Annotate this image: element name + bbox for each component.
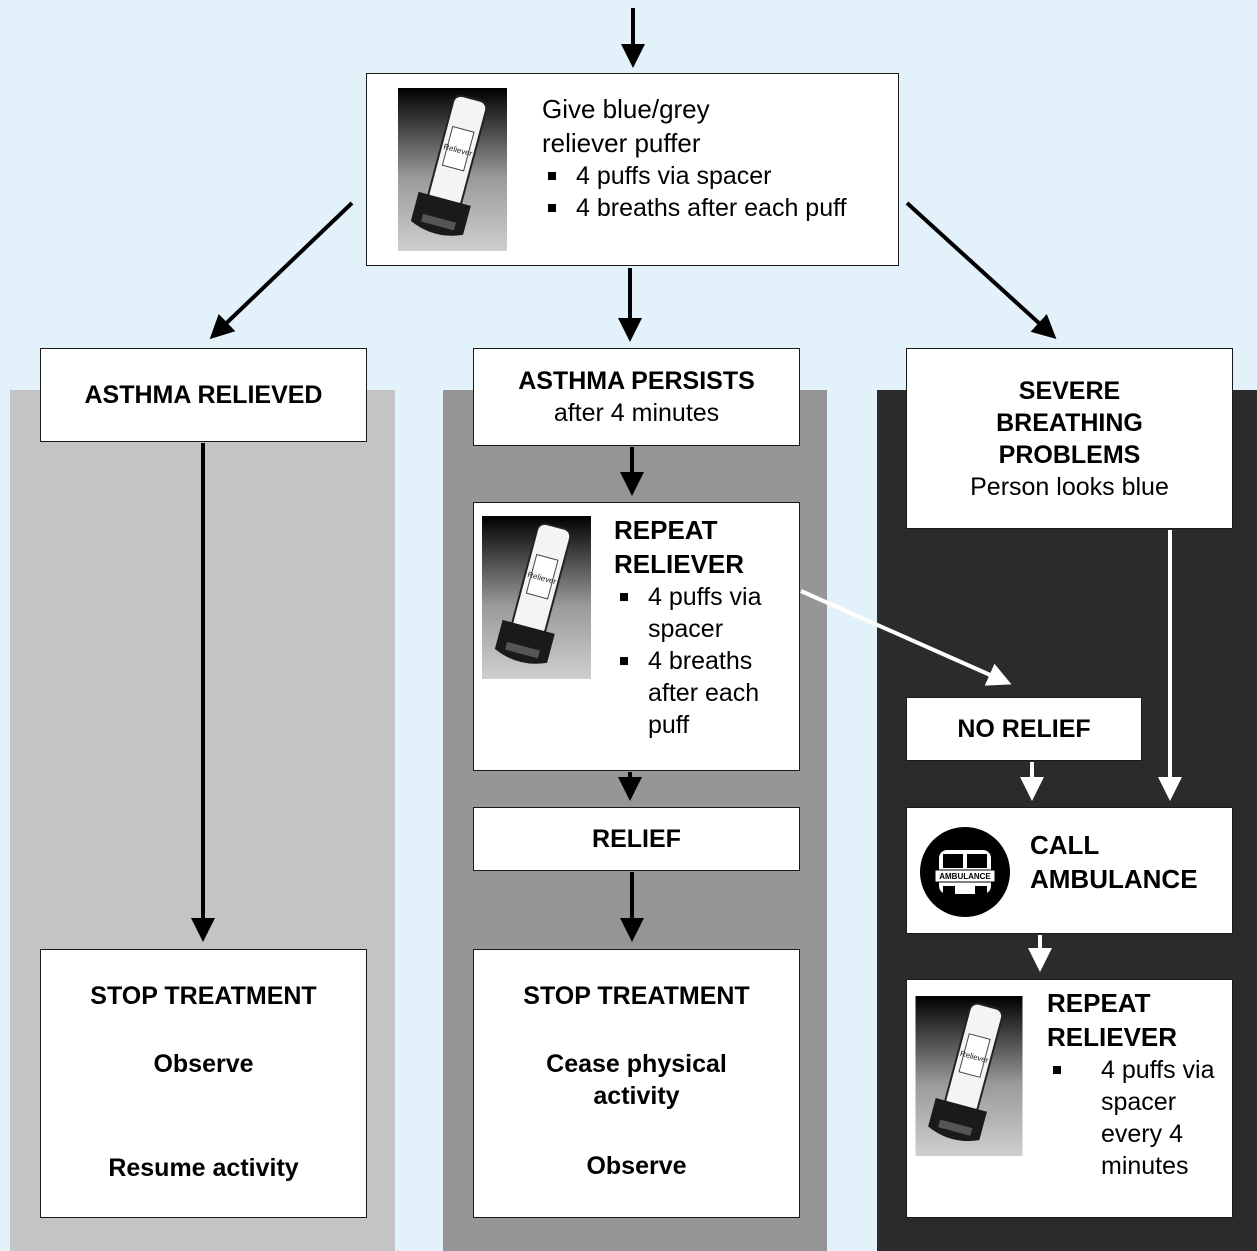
give-reliever-line1: Give blue/grey [542, 94, 710, 124]
repeat-reliever-mid-box: Reliever REPEAT RELIEVER 4 puffs via spa… [473, 502, 800, 771]
stop-treatment-left-box: STOP TREATMENT Observe Resume activity [40, 949, 367, 1218]
asthma-relieved-box: ASTHMA RELIEVED [40, 348, 367, 442]
arrow-to-relieved [209, 201, 354, 340]
observe-label: Observe [586, 1152, 687, 1180]
problems-label: PROBLEMS [998, 440, 1141, 469]
repeat-bullet: 4 puffs via spacer [614, 581, 794, 645]
asthma-relieved-label: ASTHMA RELIEVED [84, 381, 323, 409]
repeat-title: REPEAT [614, 515, 718, 545]
observe-label: Observe [153, 1050, 254, 1078]
person-looks-blue-label: Person looks blue [970, 472, 1169, 501]
give-reliever-box: Reliever Give blue/grey reliever puffer … [366, 73, 899, 266]
severe-label: SEVERE [1018, 376, 1121, 405]
resume-activity-label: Resume activity [108, 1154, 299, 1182]
relief-label: RELIEF [592, 825, 681, 853]
inhaler-icon: Reliever [915, 996, 1023, 1156]
no-relief-label: NO RELIEF [957, 715, 1091, 743]
stop-treatment-mid-box: STOP TREATMENT Cease physical activity O… [473, 949, 800, 1218]
asthma-persists-box: ASTHMA PERSISTS after 4 minutes [473, 348, 800, 446]
stop-treatment-title: STOP TREATMENT [523, 982, 750, 1010]
reliever-title: RELIEVER [1047, 1022, 1178, 1052]
give-reliever-line2: reliever puffer [542, 128, 701, 158]
give-reliever-bullet: 4 breaths after each puff [542, 192, 892, 224]
breathing-label: BREATHING [996, 408, 1143, 437]
relief-box: RELIEF [473, 807, 800, 871]
ambulance-label: AMBULANCE [1030, 864, 1198, 894]
arrow-to-severe [905, 201, 1057, 340]
cease-activity-label: Cease physical activity [546, 1050, 727, 1110]
repeat-title: REPEAT [1047, 988, 1151, 1018]
asthma-persists-label: ASTHMA PERSISTS [518, 367, 755, 395]
give-reliever-bullet: 4 puffs via spacer [542, 160, 892, 192]
severe-breathing-box: SEVERE BREATHING PROBLEMS Person looks b… [906, 348, 1233, 529]
call-label: CALL [1030, 830, 1100, 860]
svg-text:AMBULANCE: AMBULANCE [939, 872, 991, 881]
no-relief-box: NO RELIEF [906, 697, 1142, 761]
reliever-title: RELIEVER [614, 549, 745, 579]
call-ambulance-box: AMBULANCE CALL AMBULANCE [906, 807, 1233, 934]
after-4-minutes-label: after 4 minutes [553, 399, 720, 427]
repeat-bullet: 4 breaths after each puff [614, 645, 794, 741]
repeat-reliever-right-box: Reliever REPEAT RELIEVER 4 puffs via spa… [906, 979, 1233, 1218]
stop-treatment-title: STOP TREATMENT [90, 982, 317, 1010]
repeat-bullet: 4 puffs via spacer every 4 minutes [1047, 1054, 1227, 1182]
ambulance-icon: AMBULANCE [920, 827, 1010, 917]
inhaler-icon: Reliever [482, 516, 591, 679]
inhaler-icon: Reliever [398, 88, 507, 251]
